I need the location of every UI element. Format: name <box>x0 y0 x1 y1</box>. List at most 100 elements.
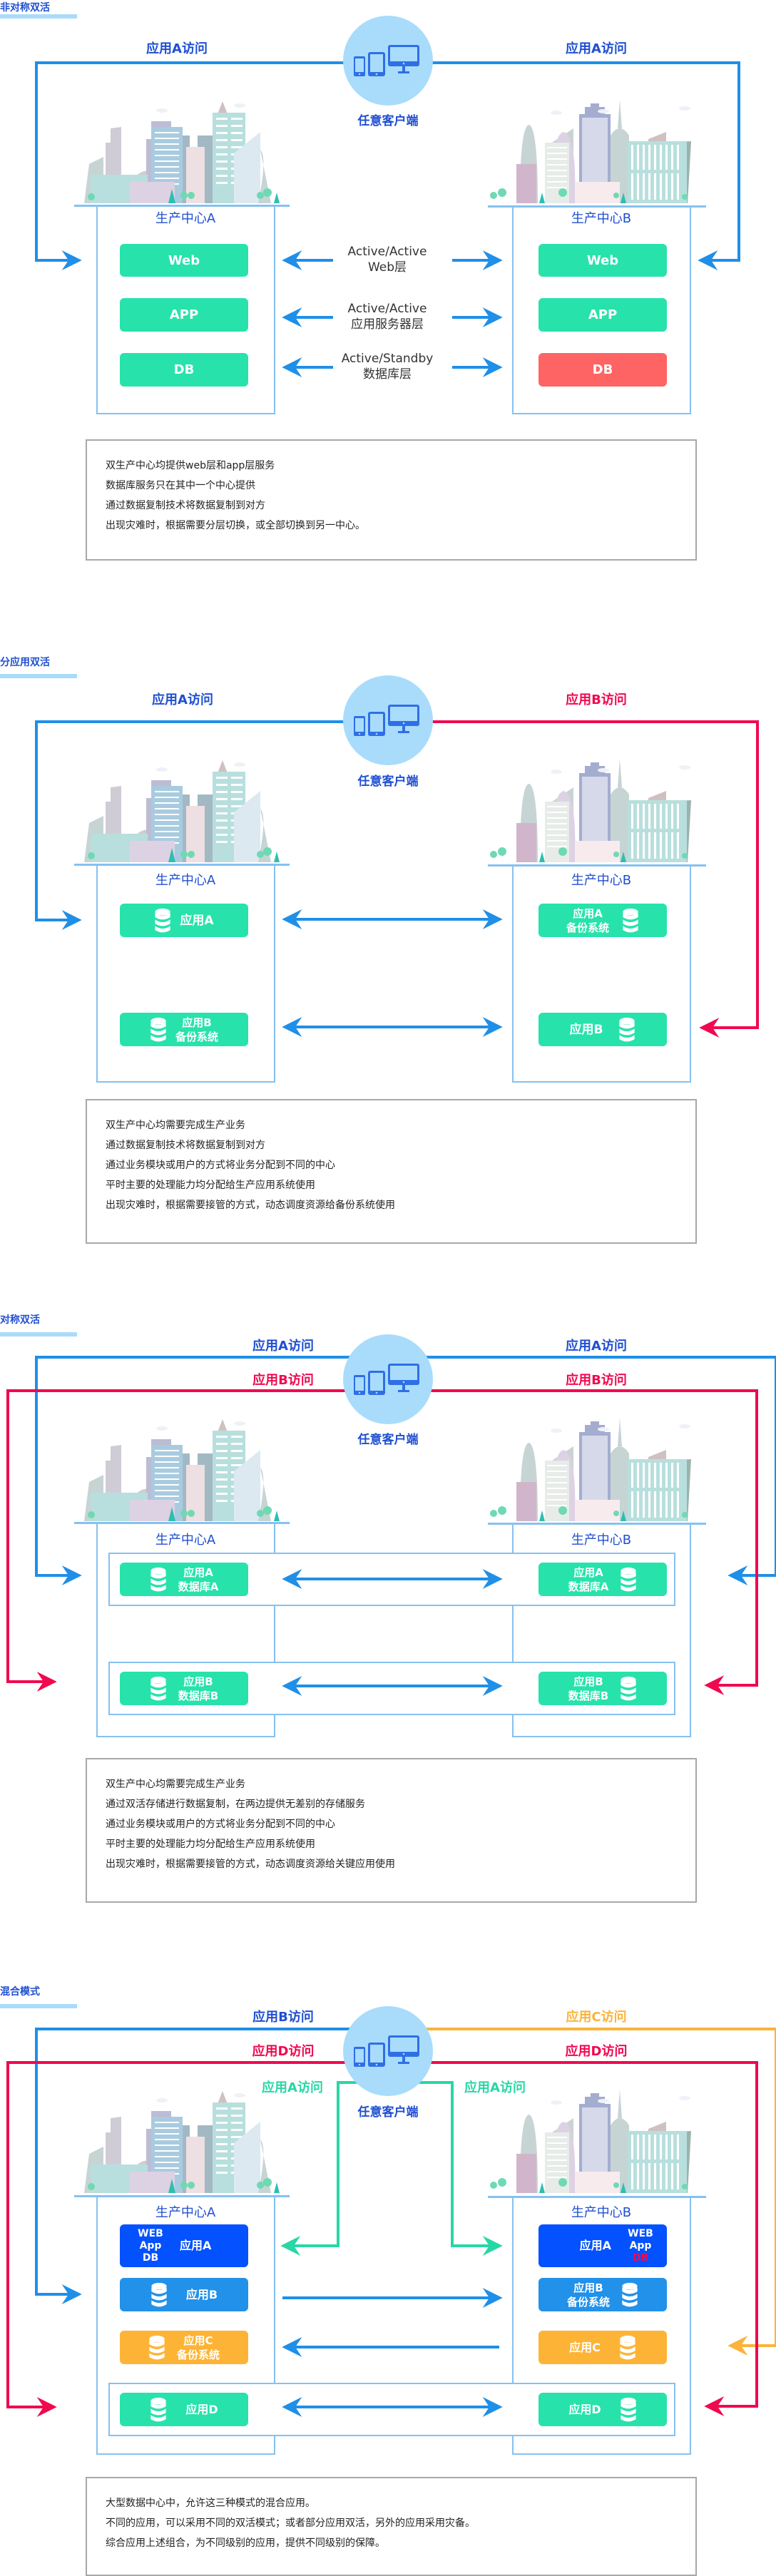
description-line: 通过双活存储进行数据复制，在两边提供无差别的存储服务 <box>106 1799 365 1810</box>
ground-line-a <box>74 864 290 866</box>
box-label-line: 应用A <box>573 1565 603 1579</box>
ground-line-a <box>74 205 290 207</box>
tier-web: WEB <box>138 2227 163 2239</box>
database-icon <box>154 908 171 934</box>
devices-icon <box>354 2035 422 2067</box>
database-icon <box>621 2282 638 2308</box>
layer-mode: Active/Standby <box>341 352 434 366</box>
box-label-line: 应用A <box>183 1565 213 1579</box>
box-label-line: 数据库A <box>178 1580 219 1593</box>
tier-web: WEB <box>628 2227 653 2239</box>
box-label-line: 应用B <box>573 2281 603 2294</box>
center-b-name: 生产中心B <box>571 2205 632 2220</box>
box-label: 应用A <box>180 913 214 928</box>
layer-name: Web层 <box>367 260 407 275</box>
tier-app: App <box>139 2239 162 2252</box>
center-b-name: 生产中心B <box>571 1533 632 1548</box>
access-label-left: 应用A访问 <box>146 41 208 56</box>
database-icon <box>620 1567 637 1593</box>
database-icon <box>150 1017 167 1043</box>
box-label: 应用B <box>185 2287 218 2301</box>
section-title-underline <box>0 674 77 678</box>
client-circle <box>343 16 433 106</box>
layer-name: 应用服务器层 <box>351 317 424 332</box>
section-title-underline <box>0 2004 77 2008</box>
center-b-column <box>512 2197 691 2455</box>
client-label: 任意客户端 <box>357 2105 419 2120</box>
access-label-app-a-left: 应用A访问 <box>262 2080 323 2095</box>
database-icon <box>620 2397 637 2423</box>
description-box: 双生产中心均需要完成生产业务 通过双活存储进行数据复制，在两边提供无差别的存储服… <box>86 1758 697 1903</box>
box-label: 应用B <box>569 1022 603 1037</box>
ground-line-b <box>488 205 706 208</box>
description-line: 数据库服务只在其中一个中心提供 <box>106 480 255 491</box>
box-label: APP <box>588 307 618 322</box>
box-label: 应用D <box>568 2402 601 2416</box>
database-icon <box>622 908 639 934</box>
client-label: 任意客户端 <box>357 775 419 789</box>
section-title: 对称双活 <box>0 1314 40 1326</box>
database-icon <box>620 1676 637 1702</box>
description-line: 平时主要的处理能力均分配给生产应用系统使用 <box>106 1180 315 1191</box>
section-title-underline <box>0 14 77 19</box>
center-a-app-a-box: 应用A <box>120 904 248 937</box>
description-line: 通过业务模块或用户的方式将业务分配到不同的中心 <box>106 1160 335 1171</box>
box-label: 应用A <box>579 2239 611 2252</box>
description-line: 通过数据复制技术将数据复制到对方 <box>106 500 265 511</box>
devices-icon <box>354 1364 422 1395</box>
access-label-app-a: 应用A访问 <box>152 692 213 707</box>
layer-mode: Active/Active <box>347 245 427 259</box>
database-icon <box>150 1676 167 1702</box>
center-b-app-box: APP <box>538 298 667 332</box>
access-label-app-a-right: 应用A访问 <box>464 2080 526 2095</box>
tier-db-inactive: DB <box>632 2252 649 2264</box>
box-label: 应用A <box>180 2239 212 2252</box>
skyline-b-illustration <box>488 1418 709 1525</box>
client-label: 任意客户端 <box>357 114 419 128</box>
center-a-web-box: Web <box>120 244 248 277</box>
tier-stack: WEB App DB <box>628 2227 653 2264</box>
center-b-app-a-box: 应用A WEB App DB <box>538 2224 667 2267</box>
box-label-line: 应用A <box>573 906 603 920</box>
client-circle <box>343 1334 433 1424</box>
database-icon <box>150 2282 168 2308</box>
skyline-a-illustration <box>71 759 292 866</box>
client-label: 任意客户端 <box>357 1433 419 1447</box>
devices-icon <box>354 45 422 76</box>
center-a-column <box>96 1523 275 1737</box>
box-label: DB <box>592 362 613 377</box>
center-b-name: 生产中心B <box>571 211 632 226</box>
access-label-app-d-right: 应用D访问 <box>565 2044 628 2059</box>
database-icon <box>618 1017 635 1043</box>
description-line: 出现灾难时，根据需要接管的方式，动态调度资源给关键应用使用 <box>106 1859 395 1870</box>
box-label: 应用C <box>569 2340 601 2354</box>
box-label-line: 应用B <box>182 1016 212 1029</box>
center-a-app-b-box: 应用B <box>120 2278 248 2311</box>
skyline-b-illustration <box>488 100 709 207</box>
box-label-line: 备份系统 <box>566 2295 610 2309</box>
access-label-app-b: 应用B访问 <box>566 692 627 707</box>
center-a-column <box>96 2197 275 2455</box>
devices-icon <box>354 705 422 736</box>
description-line: 双生产中心均需要完成生产业务 <box>106 1120 245 1131</box>
description-box: 双生产中心均提供web层和app层服务 数据库服务只在其中一个中心提供 通过数据… <box>86 439 697 561</box>
skyline-a-illustration <box>71 100 292 207</box>
box-label-line: 应用B <box>183 1675 213 1688</box>
center-b-column <box>512 1523 691 1737</box>
access-label-app-a-left: 应用A访问 <box>252 1339 314 1354</box>
center-a-column <box>96 205 275 414</box>
box-label-line: 数据库A <box>568 1580 609 1593</box>
description-line: 大型数据中心中，允许这三种模式的混合应用。 <box>106 2498 315 2509</box>
box-label-line: 备份系统 <box>176 2348 220 2361</box>
